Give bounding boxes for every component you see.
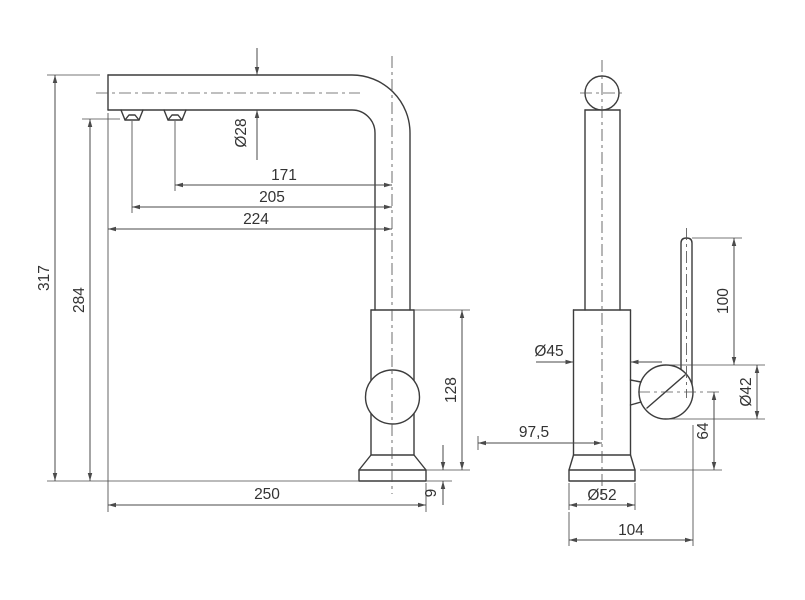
side-dimension-lines [478,238,760,543]
front-dimension-lines [52,48,465,508]
front-dim-base-thickness: 9 [423,489,440,498]
side-extension-lines [477,237,765,546]
side-dim-spout-offset: 97,5 [519,424,549,441]
handle-ball-split-line [646,374,686,409]
side-dim-handle-axis-height: 64 [695,422,712,440]
front-dim-reach-tip: 224 [243,211,269,228]
handle-neck [629,379,642,406]
side-dim-lever-length: 100 [715,288,732,314]
front-dim-spout-outlet-height: 284 [71,287,88,313]
handle-knob-circle [364,369,421,425]
front-dim-reach-inner: 171 [271,167,297,184]
spout-outline [107,74,411,311]
aerator-nozzles [120,109,187,121]
front-dim-total-height: 317 [36,265,53,291]
front-dim-overall-projection: 250 [254,486,280,503]
side-dim-body-diameter: Ø45 [534,343,563,360]
side-dim-base-diameter: Ø52 [587,487,616,504]
side-dim-handle-diameter: Ø42 [738,377,755,406]
front-dim-spout-tube-diameter: Ø28 [233,118,250,147]
front-view: 317 284 Ø28 171 205 224 128 9 250 [36,48,470,512]
front-dim-reach-outer: 205 [259,189,285,206]
side-riser-pipe [584,109,621,311]
faucet-base [358,454,427,482]
front-extension-lines [47,74,470,512]
side-dim-overall-depth: 104 [618,522,644,539]
front-dim-body-height: 128 [443,377,460,403]
side-view: Ø45 100 Ø42 97,5 64 Ø52 104 [477,60,765,546]
